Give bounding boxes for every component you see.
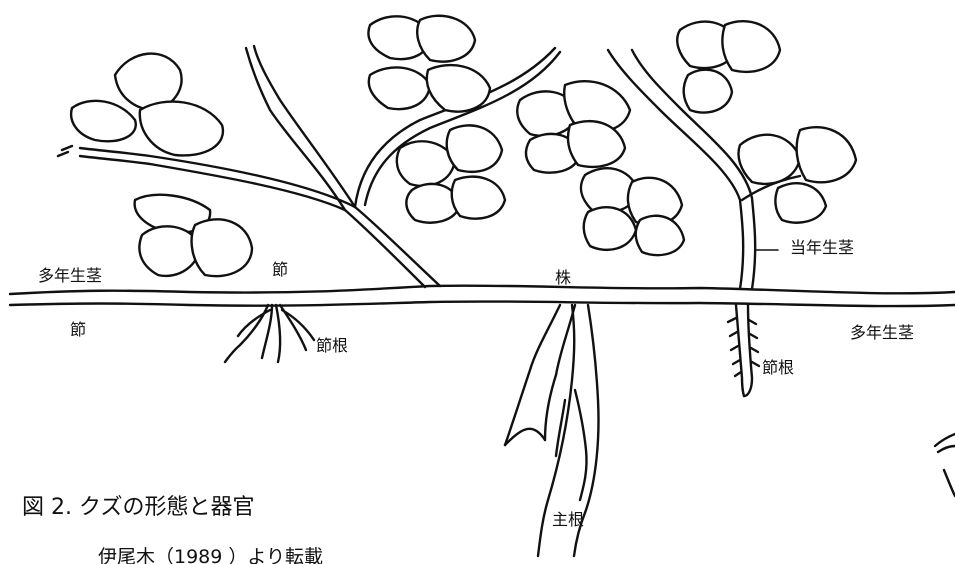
figure-caption-title: 図 2. クズの形態と器官	[22, 495, 255, 520]
label-perennial-stem-left: 多年生茎	[38, 266, 103, 285]
perennial-stem	[8, 284, 955, 308]
leaf-clusters	[69, 14, 858, 278]
node-roots-left	[223, 303, 316, 364]
figure-caption-source: 伊尾木（1989 ）より転載	[98, 546, 324, 564]
label-perennial-stem-right: 多年生茎	[850, 323, 915, 342]
edge-sketch	[933, 432, 955, 498]
label-main-root: 主根	[552, 510, 585, 529]
label-current-year-stem: 当年生茎	[790, 238, 855, 257]
main-roots	[503, 303, 600, 558]
label-node-root-left: 節根	[316, 336, 349, 355]
label-node-upper: 節	[272, 260, 289, 279]
node-root-right	[726, 303, 761, 398]
label-node-lower: 節	[70, 320, 87, 339]
label-node-root-right: 節根	[762, 358, 795, 377]
branch-left	[56, 44, 562, 289]
label-crown: 株	[555, 268, 572, 287]
